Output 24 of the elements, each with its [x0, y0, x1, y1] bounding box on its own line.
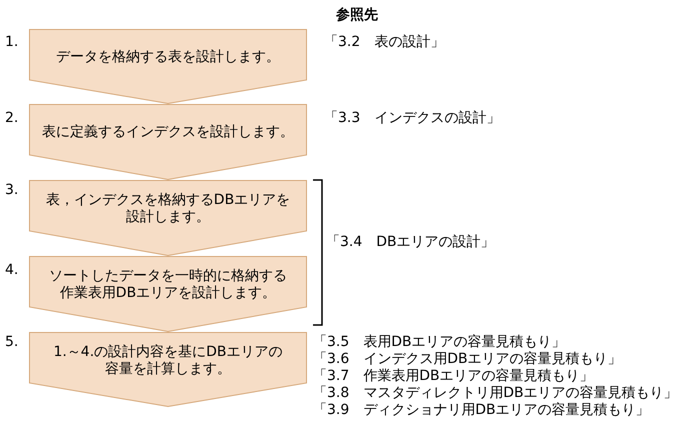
process-arrow-shape — [29, 29, 307, 104]
column-heading: 参照先 — [336, 7, 378, 23]
reference-section: 「3.6 インデクス用DBエリアの容量見積もり」 — [313, 351, 622, 367]
process-arrow-shape — [29, 256, 307, 332]
process-arrow-shape — [29, 104, 307, 180]
reference-section: 「3.7 作業表用DBエリアの容量見積もり」 — [313, 368, 594, 384]
step-number: 4. — [5, 262, 18, 278]
step-number: 3. — [5, 182, 18, 198]
reference-section: 「3.4 DBエリアの設計」 — [326, 234, 495, 250]
step-number: 5. — [5, 334, 18, 350]
reference-section: 「3.9 ディクショナリ用DBエリアの容量見積もり」 — [313, 402, 650, 418]
step-description: ソートしたデータを一時的に格納する作業表用DBエリアを設計します。 — [48, 268, 288, 302]
step-description: 1.～4.の設計内容を基にDBエリアの容量を計算します。 — [52, 344, 284, 378]
process-arrow-shape — [29, 180, 307, 256]
step-description: データを格納する表を設計します。 — [55, 49, 281, 66]
reference-section: 「3.3 インデクスの設計」 — [324, 110, 500, 126]
step-number: 1. — [5, 34, 18, 50]
step-description: 表に定義するインデクスを設計します。 — [41, 124, 295, 141]
reference-section: 「3.2 表の設計」 — [324, 34, 444, 50]
step-description: 表，インデクスを格納するDBエリアを設計します。 — [44, 192, 292, 226]
process-arrow-shape — [29, 332, 307, 407]
reference-section: 「3.5 表用DBエリアの容量見積もり」 — [313, 334, 566, 350]
reference-section: 「3.8 マスタディレクトリ用DBエリアの容量見積もり」 — [313, 385, 678, 401]
step-number: 2. — [5, 110, 18, 126]
